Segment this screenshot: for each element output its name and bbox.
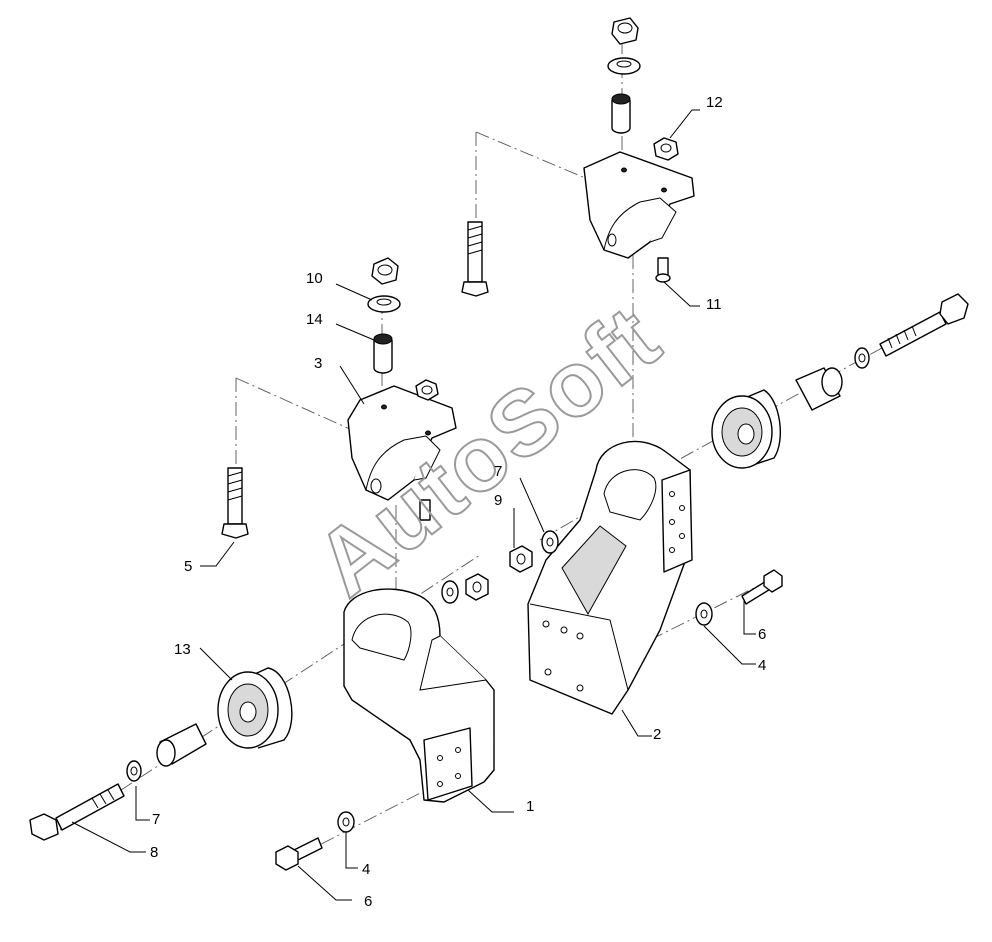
casting-2: [527, 440, 693, 715]
callout-labels: 1 2 3 4 4 5 6 6 7 7 8 9 10 11 12 13 14: [150, 94, 766, 910]
callout-7-left: 7: [152, 811, 160, 828]
spacer-top-right: [611, 93, 631, 134]
spacer-left: [156, 723, 207, 767]
nut-10: [371, 257, 399, 285]
right-bushing-group: [711, 293, 969, 469]
bolt-6-right: [741, 569, 783, 605]
spacer-right: [795, 367, 843, 411]
rubber-bushing-right: [711, 389, 781, 469]
long-bolt-8: [29, 783, 125, 841]
rubber-bushing-13: [217, 667, 293, 749]
callout-11: 11: [706, 296, 722, 313]
nut-12: [653, 137, 679, 161]
left-bushing-group: [29, 667, 293, 841]
washer-7-left: [126, 760, 142, 782]
callout-7-middle: 7: [494, 463, 502, 480]
washer-top-right: [607, 57, 641, 75]
left-bracket-assembly: [221, 257, 457, 539]
callout-5: 5: [184, 558, 192, 575]
washer-right: [854, 347, 870, 369]
bracket-3: [347, 385, 457, 501]
washer-10: [367, 295, 401, 313]
nut-top-right: [611, 17, 639, 45]
long-bolt-5: [221, 467, 249, 539]
callout-13: 13: [174, 641, 191, 658]
spacer-14: [373, 333, 393, 374]
callout-6-bottom: 6: [364, 893, 372, 910]
upper-bracket: [583, 151, 695, 259]
washer-middle-left: [441, 580, 459, 604]
callout-2: 2: [653, 726, 661, 743]
callout-leaders: [71, 109, 756, 901]
callout-6-right: 6: [758, 626, 766, 643]
callout-8: 8: [150, 844, 158, 861]
bolt-11: [655, 257, 671, 283]
middle-small-parts: [441, 530, 559, 604]
casting-1: [343, 588, 495, 803]
callout-12: 12: [706, 94, 723, 111]
callout-9: 9: [494, 492, 502, 509]
callout-1: 1: [526, 798, 534, 815]
washer-4-bottom: [337, 811, 355, 833]
bolt-6-bottom: [275, 837, 323, 871]
washer-4-right: [695, 602, 713, 626]
nut-middle-left: [465, 573, 489, 601]
long-bolt-upper: [461, 221, 489, 297]
callout-3: 3: [314, 355, 322, 372]
right-lower-fasteners: [695, 569, 783, 626]
long-bolt-right: [879, 293, 969, 357]
callout-14: 14: [306, 311, 323, 328]
upper-bracket-assembly: [461, 17, 695, 297]
washer-7-middle: [541, 530, 559, 554]
bottom-fasteners: [275, 811, 355, 871]
bolt-small-left: [419, 499, 431, 521]
callout-10: 10: [306, 270, 323, 287]
callout-4-bottom: 4: [362, 861, 370, 878]
nut-9: [509, 545, 533, 573]
callout-4-right: 4: [758, 657, 766, 674]
nut-left-small: [415, 379, 439, 401]
